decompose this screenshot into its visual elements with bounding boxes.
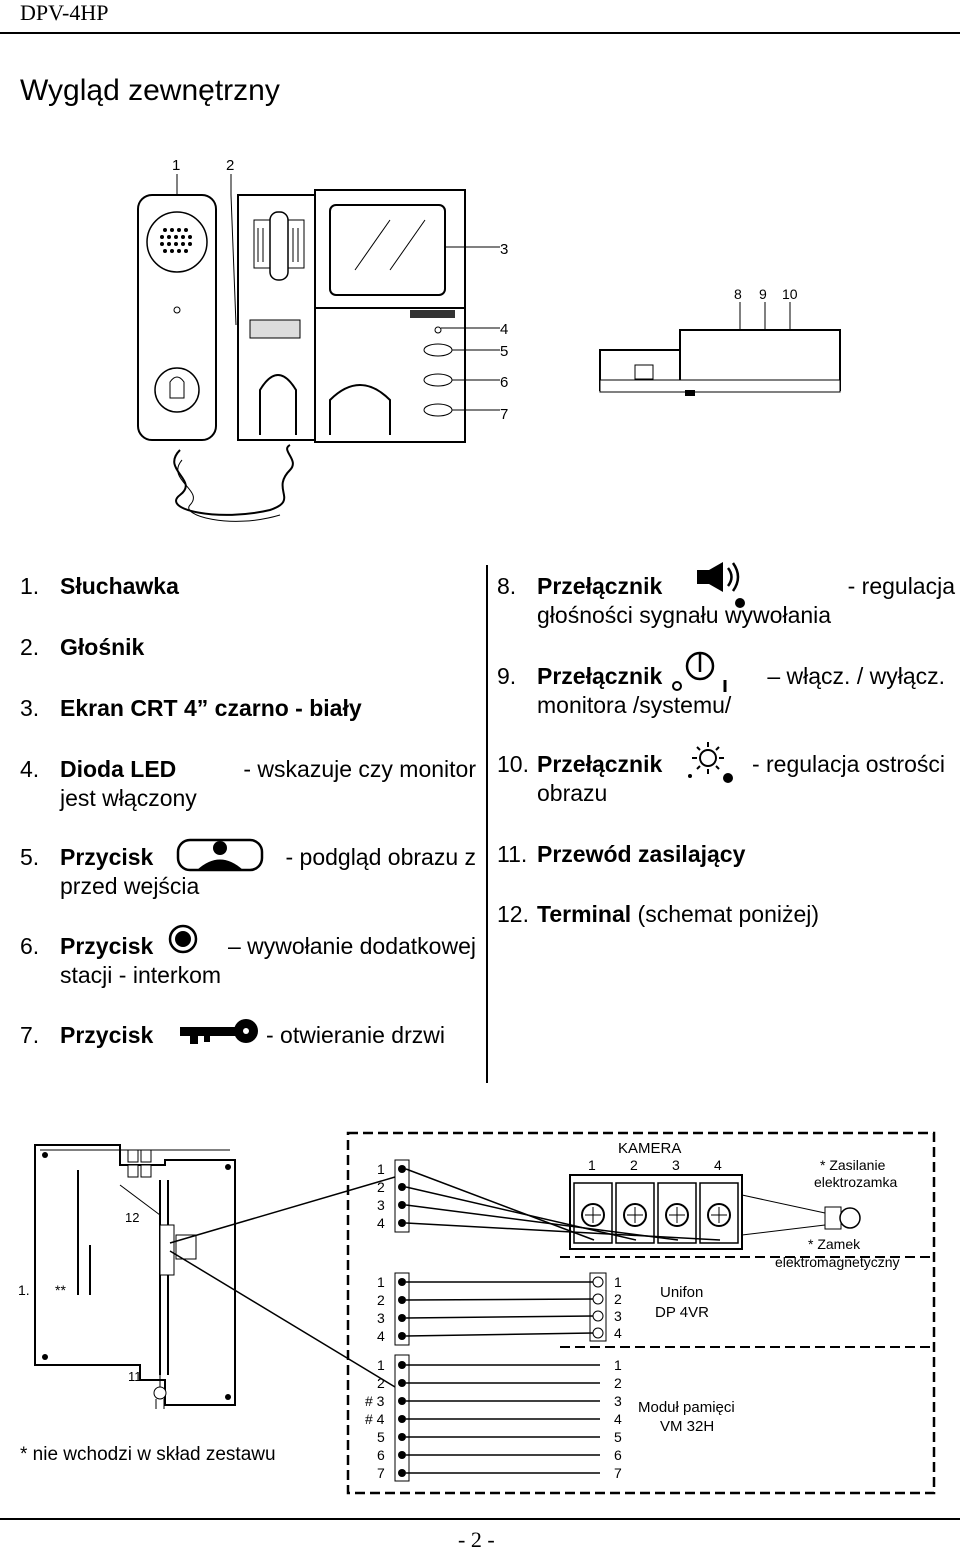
svg-text:1: 1 bbox=[377, 1357, 385, 1373]
speaker-grille-icon bbox=[253, 211, 305, 281]
svg-text:* Zasilanie: * Zasilanie bbox=[820, 1157, 886, 1173]
svg-text:9: 9 bbox=[759, 286, 767, 302]
svg-text:3: 3 bbox=[614, 1393, 622, 1409]
svg-text:7: 7 bbox=[377, 1465, 385, 1481]
header-rule bbox=[0, 32, 960, 34]
legend-item-10: 10.Przełącznik - regulacja ostrości obra… bbox=[497, 742, 955, 808]
legend-item-8: 8.Przełącznik - regulacja głośności sygn… bbox=[497, 562, 955, 630]
legend-item-5: 5.Przycisk - podgląd obrazu z przed wejś… bbox=[20, 838, 476, 901]
svg-text:1.: 1. bbox=[18, 1282, 30, 1298]
crt-screen-icon bbox=[329, 204, 446, 296]
svg-text:3: 3 bbox=[672, 1157, 680, 1173]
wiring-diagram: 12 11 1. ** 1 2 3 4 1 2 3 4 1 2 # 3 # 4 … bbox=[18, 1131, 936, 1495]
callout-4: 4 bbox=[500, 321, 508, 338]
svg-text:# 3: # 3 bbox=[365, 1393, 385, 1409]
svg-text:4: 4 bbox=[614, 1325, 622, 1341]
svg-text:2: 2 bbox=[377, 1292, 385, 1308]
callout-5: 5 bbox=[500, 343, 508, 360]
footnote: * nie wchodzi w skład zestawu bbox=[20, 1444, 276, 1465]
svg-text:DP 4VR: DP 4VR bbox=[655, 1304, 709, 1321]
svg-text:1: 1 bbox=[377, 1274, 385, 1290]
svg-text:3: 3 bbox=[614, 1308, 622, 1324]
callout-3: 3 bbox=[500, 241, 508, 258]
svg-text:VM 32H: VM 32H bbox=[660, 1418, 714, 1435]
legend-item-3: 3.Ekran CRT 4” czarno - biały bbox=[20, 695, 362, 721]
svg-text:3: 3 bbox=[377, 1197, 385, 1213]
callout-2: 2 bbox=[226, 157, 234, 174]
legend-item-4: 4.Dioda LED - wskazuje czy monitor jest … bbox=[20, 756, 476, 811]
svg-text:12: 12 bbox=[125, 1210, 139, 1225]
legend-item-9: 9.Przełącznik – włącz. / wyłącz. monitor… bbox=[497, 651, 955, 720]
legend-item-12: 12.Terminal (schemat poniżej) bbox=[497, 901, 820, 927]
svg-text:4: 4 bbox=[714, 1157, 722, 1173]
handset-icon bbox=[137, 194, 217, 441]
svg-text:7: 7 bbox=[614, 1465, 622, 1481]
brightness-switch-icon bbox=[688, 742, 733, 783]
legend-item-11: 11.Przewód zasilający bbox=[497, 841, 746, 867]
legend-item-7: 7.Przycisk - otwieranie drzwi bbox=[20, 1019, 476, 1050]
camera-view-icon bbox=[176, 838, 264, 872]
camera-label: KAMERA bbox=[618, 1140, 681, 1157]
svg-text:3: 3 bbox=[377, 1310, 385, 1326]
svg-text:1: 1 bbox=[377, 1161, 385, 1177]
key-icon bbox=[180, 1019, 258, 1044]
column-divider bbox=[486, 565, 488, 1083]
svg-text:* Zamek: * Zamek bbox=[808, 1236, 861, 1252]
svg-text:2: 2 bbox=[377, 1179, 385, 1195]
callout-7: 7 bbox=[500, 406, 508, 423]
svg-text:4: 4 bbox=[377, 1328, 385, 1344]
side-view-icon: 8 9 10 bbox=[599, 286, 841, 396]
svg-text:**: ** bbox=[55, 1282, 66, 1298]
footer-rule bbox=[0, 1518, 960, 1520]
svg-text:2: 2 bbox=[377, 1375, 385, 1391]
svg-text:5: 5 bbox=[614, 1429, 622, 1445]
svg-text:10: 10 bbox=[782, 286, 798, 302]
svg-text:6: 6 bbox=[377, 1447, 385, 1463]
memory-module-label: Moduł pamięci bbox=[638, 1399, 735, 1416]
svg-text:5: 5 bbox=[377, 1429, 385, 1445]
legend-item-2: 2.Głośnik bbox=[20, 634, 145, 660]
svg-text:# 4: # 4 bbox=[365, 1411, 385, 1427]
svg-text:elektromagnetyczny: elektromagnetyczny bbox=[775, 1254, 900, 1270]
svg-text:4: 4 bbox=[614, 1411, 622, 1427]
svg-text:6: 6 bbox=[614, 1447, 622, 1463]
svg-text:8: 8 bbox=[734, 286, 742, 302]
callout-1: 1 bbox=[172, 157, 180, 174]
svg-text:elektrozamka: elektrozamka bbox=[814, 1174, 897, 1190]
legend-item-6: 6.Przycisk – wywołanie dodatkowej stacji… bbox=[20, 924, 476, 990]
svg-text:2: 2 bbox=[614, 1291, 622, 1307]
page-number: - 2 - bbox=[458, 1527, 495, 1552]
svg-text:4: 4 bbox=[377, 1215, 385, 1231]
device-illustration: 1 2 3 4 bbox=[137, 157, 841, 522]
svg-text:2: 2 bbox=[630, 1157, 638, 1173]
legend-item-1: 1.Słuchawka bbox=[20, 573, 179, 599]
svg-text:1: 1 bbox=[614, 1357, 622, 1373]
svg-text:2: 2 bbox=[614, 1375, 622, 1391]
page-heading: Wygląd zewnętrzny bbox=[20, 74, 280, 107]
unifon-label: Unifon bbox=[660, 1284, 703, 1301]
lock-icon bbox=[741, 1194, 861, 1236]
intercom-icon bbox=[168, 924, 198, 954]
svg-text:1: 1 bbox=[614, 1274, 622, 1290]
volume-switch-icon bbox=[697, 562, 745, 608]
svg-text:11: 11 bbox=[128, 1369, 142, 1384]
svg-text:1: 1 bbox=[588, 1157, 596, 1173]
power-switch-icon bbox=[672, 651, 727, 692]
callout-6: 6 bbox=[500, 374, 508, 391]
document-model-header: DPV-4HP bbox=[20, 0, 109, 25]
terminal-board-icon: 12 11 1. ** bbox=[18, 1144, 236, 1409]
